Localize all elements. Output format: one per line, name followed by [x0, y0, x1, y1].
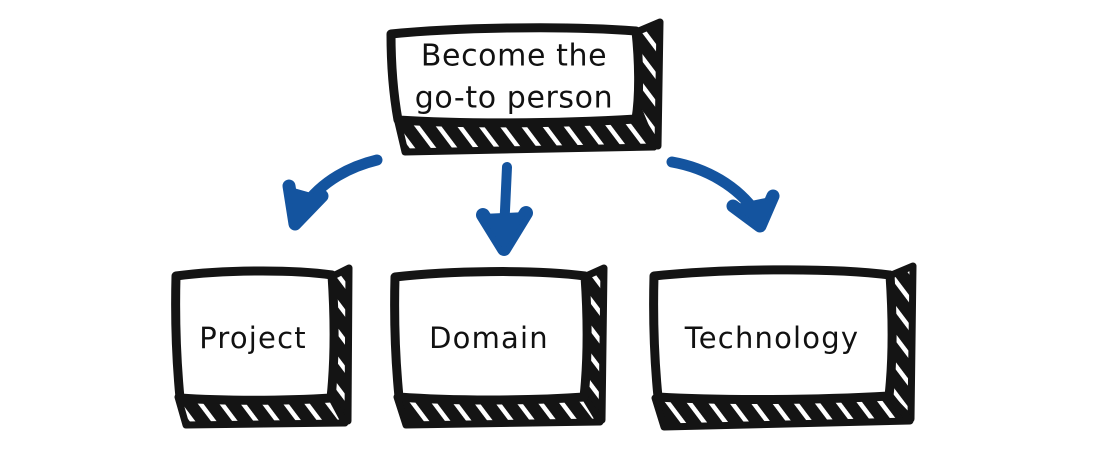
node-technology-label: Technology — [684, 321, 859, 355]
arrow-middle — [476, 162, 533, 256]
node-project[interactable]: Project — [171, 264, 353, 429]
root-node-face — [386, 23, 644, 128]
arrow-left — [282, 154, 383, 231]
node-domain-label: Domain — [429, 321, 549, 355]
root-node-label-line2: go-to person — [415, 81, 613, 116]
node-technology-face — [649, 265, 897, 405]
node-project-face — [171, 266, 339, 405]
node-technology[interactable]: Technology — [649, 262, 917, 431]
node-project-label: Project — [199, 321, 307, 355]
arrow-right — [666, 156, 780, 233]
node-domain-face — [390, 267, 592, 405]
root-node[interactable]: Become the go-to person — [386, 18, 664, 156]
root-node-label-line1: Become the — [421, 39, 607, 74]
node-domain[interactable]: Domain — [390, 264, 608, 429]
